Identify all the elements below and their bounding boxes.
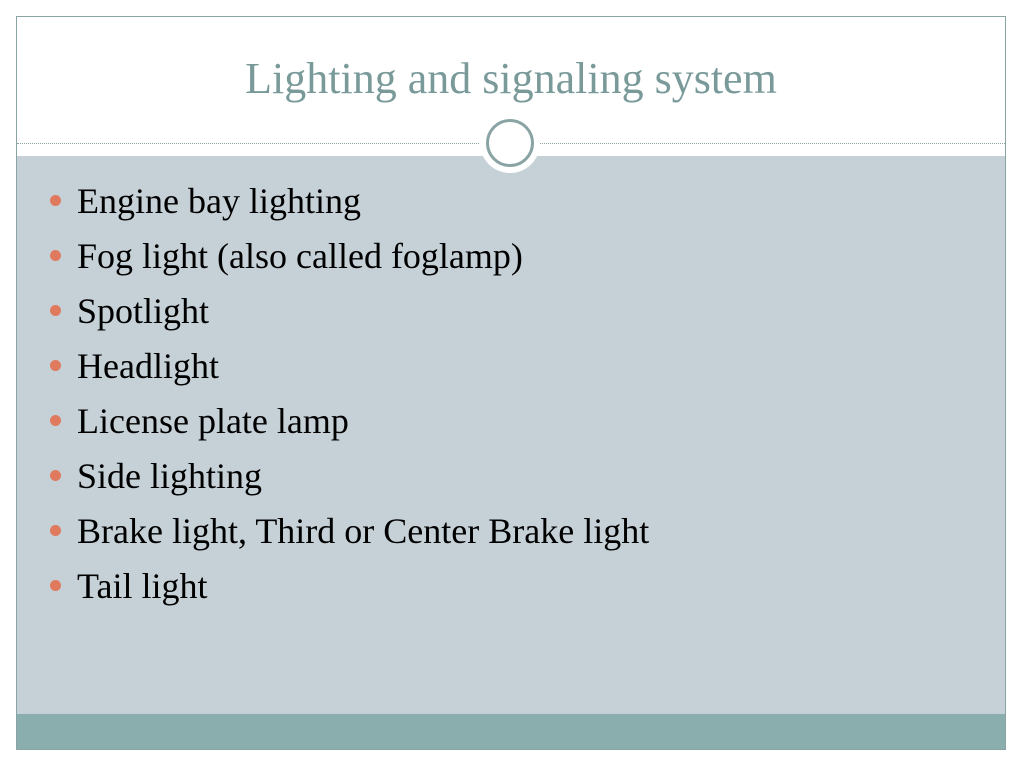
bullet-dot-icon <box>50 415 61 426</box>
bullet-dot-icon <box>50 580 61 591</box>
list-item: Fog light (also called foglamp) <box>47 236 649 291</box>
slide: Lighting and signaling system Engine bay… <box>16 16 1006 750</box>
bullet-dot-icon <box>50 525 61 536</box>
bullet-list: Engine bay lighting Fog light (also call… <box>47 181 649 621</box>
bullet-text: Fog light (also called foglamp) <box>77 236 523 276</box>
list-item: Tail light <box>47 566 649 621</box>
list-item: Side lighting <box>47 456 649 511</box>
bullet-text: License plate lamp <box>77 401 349 441</box>
list-item: Headlight <box>47 346 649 401</box>
bullet-text: Side lighting <box>77 456 263 496</box>
footer-bar <box>17 714 1005 749</box>
bullet-text: Engine bay lighting <box>77 181 361 221</box>
list-item: Brake light, Third or Center Brake light <box>47 511 649 566</box>
slide-title: Lighting and signaling system <box>245 54 777 103</box>
bullet-dot-icon <box>50 305 61 316</box>
bullet-text: Tail light <box>77 566 208 606</box>
bullet-dot-icon <box>50 195 61 206</box>
circle-ornament-icon <box>486 119 534 167</box>
bullet-dot-icon <box>50 360 61 371</box>
bullet-text: Brake light, Third or Center Brake light <box>77 511 650 551</box>
bullet-dot-icon <box>50 470 61 481</box>
bullet-text: Spotlight <box>77 291 210 331</box>
list-item: License plate lamp <box>47 401 649 456</box>
list-item: Engine bay lighting <box>47 181 649 236</box>
content-area <box>17 156 1005 715</box>
bullet-text: Headlight <box>77 346 219 386</box>
list-item: Spotlight <box>47 291 649 346</box>
bullet-dot-icon <box>50 250 61 261</box>
